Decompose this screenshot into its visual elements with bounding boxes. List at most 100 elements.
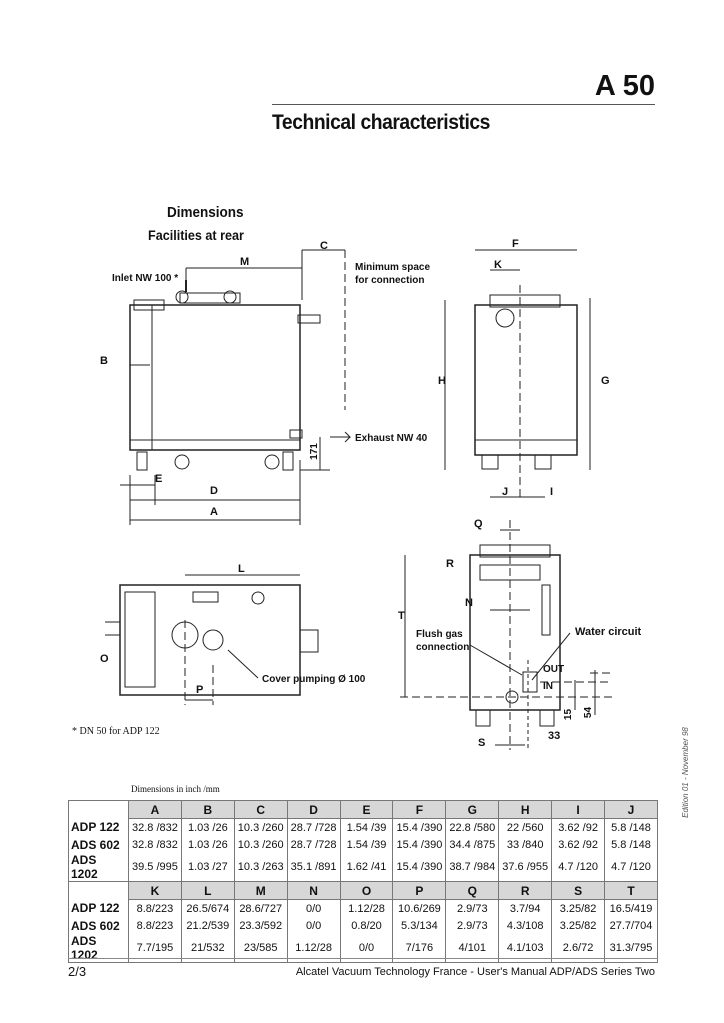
dim-label-n: N <box>465 597 473 609</box>
model-name: ADP 122 <box>68 818 129 836</box>
dim-label-t: T <box>398 610 405 622</box>
dimension-value: 28.7 /728 <box>286 818 341 836</box>
dimension-value: 21.2/539 <box>180 917 235 934</box>
footer-text: Alcatel Vacuum Technology France - User'… <box>295 966 655 978</box>
dimension-value: 27.7/704 <box>604 917 658 934</box>
dimension-value: 1.03 /26 <box>180 818 235 836</box>
page-title: Technical characteristics <box>272 111 490 134</box>
water-circuit-callout: Water circuit <box>575 626 642 638</box>
column-header: F <box>392 800 447 819</box>
header-rule <box>272 104 655 105</box>
dimension-value: 5.8 /148 <box>604 818 658 836</box>
dimension-value: 1.12/28 <box>339 899 394 917</box>
column-header: M <box>233 881 288 900</box>
column-header: O <box>339 881 394 900</box>
flush-gas-callout-2: connection <box>416 642 470 653</box>
dim-label-s: S <box>478 737 486 749</box>
table-caption: Dimensions in inch /mm <box>131 784 220 794</box>
column-header: A <box>128 800 182 819</box>
dim-label-a: A <box>210 506 218 518</box>
dim-label-l: L <box>238 563 245 575</box>
dim-label-r: R <box>446 558 454 570</box>
model-name: ADS 1202 <box>68 853 129 882</box>
column-header: G <box>445 800 500 819</box>
dim-label-j: J <box>502 486 509 498</box>
dim-label-e: E <box>155 473 163 485</box>
dim-label-f: F <box>512 238 519 250</box>
min-space-callout-1: Minimum space <box>355 262 431 273</box>
top-view-drawing <box>105 574 319 705</box>
footer-rule <box>68 958 658 959</box>
section-subheading: Facilities at rear <box>148 227 244 243</box>
dimension-value: 10.3 /260 <box>233 836 288 853</box>
column-header: T <box>604 881 658 900</box>
dim-171: 171 <box>308 443 320 460</box>
dimension-value: 10.3 /260 <box>233 818 288 836</box>
dimension-value: 38.7 /984 <box>445 853 500 882</box>
dim-label-p: P <box>196 684 204 696</box>
corner-cell <box>68 800 129 819</box>
dimension-value: 10.3 /263 <box>233 853 288 882</box>
column-header: B <box>180 800 235 819</box>
dimension-value: 3.7/94 <box>498 899 553 917</box>
model-title: A 50 <box>594 70 655 102</box>
dimension-value: 5.3/134 <box>392 917 447 934</box>
column-header: H <box>498 800 553 819</box>
dimension-value: 15.4 /390 <box>392 853 447 882</box>
side-view-drawing <box>120 249 352 525</box>
dimension-value: 23.3/592 <box>233 917 288 934</box>
dimension-value: 3.25/82 <box>551 917 606 934</box>
dim-15: 15 <box>563 708 575 721</box>
dimension-value: 1.03 /26 <box>180 836 235 853</box>
dimension-value: 0/0 <box>286 899 341 917</box>
water-in-label: IN <box>543 681 553 692</box>
dimension-value: 22 /560 <box>498 818 553 836</box>
dimension-value: 5.8 /148 <box>604 836 658 853</box>
dimension-value: 3.25/82 <box>551 899 606 917</box>
dimension-value: 3.62 /92 <box>551 836 606 853</box>
column-header: C <box>233 800 288 819</box>
dim-label-k: K <box>494 259 502 271</box>
model-name: ADS 602 <box>68 917 129 934</box>
page-number: 2/3 <box>68 964 87 979</box>
dimension-value: 37.6 /955 <box>498 853 553 882</box>
model-name: ADS 602 <box>68 836 129 853</box>
dimension-value: 2.9/73 <box>445 917 500 934</box>
dimension-value: 4.7 /120 <box>551 853 606 882</box>
column-header: N <box>286 881 341 900</box>
dim-label-q: Q <box>474 518 483 530</box>
technical-drawings <box>105 249 612 750</box>
dimension-value: 1.54 /39 <box>339 836 394 853</box>
dim-label-b: B <box>100 355 108 367</box>
dimension-value: 4.3/108 <box>498 917 553 934</box>
column-header: R <box>498 881 553 900</box>
column-header: Q <box>445 881 500 900</box>
section-heading: Dimensions <box>167 204 244 221</box>
dimension-value: 28.7 /728 <box>286 836 341 853</box>
dimension-value: 2.9/73 <box>445 899 500 917</box>
dimension-value: 35.1 /891 <box>286 853 341 882</box>
column-header: J <box>604 800 658 819</box>
flush-gas-callout-1: Flush gas <box>416 629 463 640</box>
dimension-value: 1.03 /27 <box>180 853 235 882</box>
dimension-value: 10.6/269 <box>392 899 447 917</box>
exhaust-callout: Exhaust NW 40 <box>355 433 428 444</box>
inlet-callout: Inlet NW 100 * <box>112 273 179 284</box>
dim-label-d: D <box>210 485 218 497</box>
water-out-label: OUT <box>543 664 565 675</box>
dimension-value: 15.4 /390 <box>392 836 447 853</box>
column-header: L <box>180 881 235 900</box>
dimension-value: 28.6/727 <box>233 899 288 917</box>
column-header: P <box>392 881 447 900</box>
dimension-value: 1.54 /39 <box>339 818 394 836</box>
corner-cell <box>68 881 129 900</box>
cover-pumping-callout: Cover pumping Ø 100 <box>262 674 366 685</box>
dimension-value: 32.8 /832 <box>128 836 182 853</box>
